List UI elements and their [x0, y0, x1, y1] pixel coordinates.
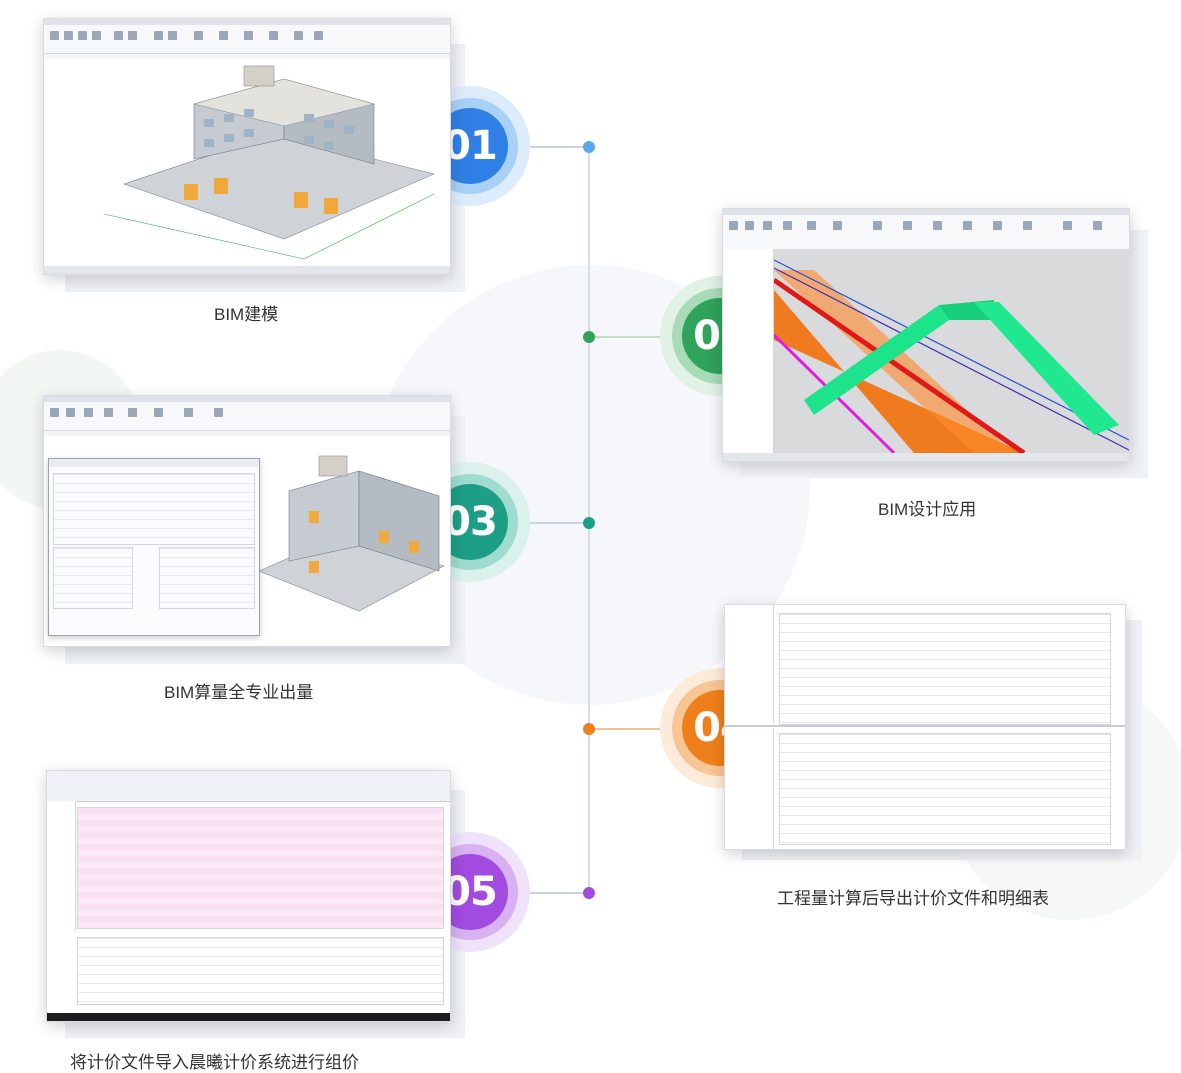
building-model-small-image: [258, 455, 445, 612]
caption-01: BIM建模: [214, 305, 279, 324]
timeline-dot-02: [583, 331, 595, 343]
pricing-detail-table: [77, 937, 444, 1005]
quantity-dialog: [48, 458, 260, 636]
building-model-image: [104, 65, 435, 260]
quantity-table: [779, 613, 1111, 725]
timeline-dot-01: [583, 141, 595, 153]
screenshot-bim-quantity: [43, 395, 451, 647]
screenshot-bim-modeling: [43, 18, 451, 275]
step-number-01: 01: [443, 123, 498, 169]
caption-03: BIM算量全专业出量: [164, 683, 314, 702]
connector-05: [500, 892, 588, 894]
connector-04: [589, 728, 689, 730]
timeline-dot-03: [583, 517, 595, 529]
timeline-dot-05: [583, 887, 595, 899]
caption-05: 将计价文件导入晨曦计价系统进行组价: [70, 1053, 359, 1072]
screenshot-export-tables: [724, 604, 1126, 850]
connector-02: [589, 336, 689, 338]
connector-03: [500, 522, 588, 524]
caption-04: 工程量计算后导出计价文件和明细表: [777, 889, 1049, 908]
connector-01: [500, 146, 588, 148]
pricing-table: [77, 807, 444, 929]
screenshot-pricing-system: [46, 770, 451, 1022]
step-number-03: 03: [443, 499, 498, 545]
screenshot-bim-design: [722, 208, 1130, 462]
caption-02: BIM设计应用: [878, 500, 977, 519]
pipe-model-image: [774, 250, 1129, 453]
detail-table: [779, 733, 1111, 845]
step-number-05: 05: [443, 869, 498, 915]
timeline-dot-04: [583, 723, 595, 735]
